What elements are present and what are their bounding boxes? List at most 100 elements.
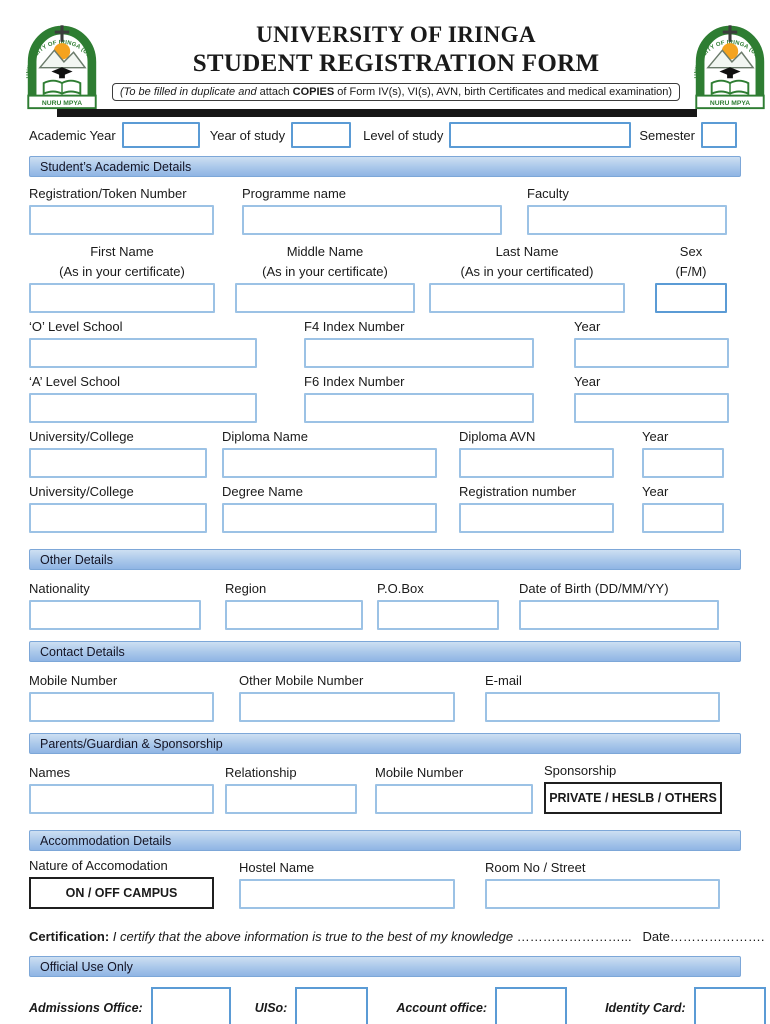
guardian-mobile-input[interactable] (375, 784, 533, 814)
degree-year-input[interactable] (642, 503, 724, 533)
last-name-note: (As in your certificated) (460, 264, 594, 279)
degree-name-input[interactable] (222, 503, 437, 533)
mobile-number-label: Mobile Number (29, 673, 118, 688)
mountains-icon (706, 49, 755, 69)
section-parents-sponsorship: Parents/Guardian & Sponsorship (29, 733, 741, 754)
sex-input[interactable] (655, 283, 727, 313)
pobox-input[interactable] (377, 600, 499, 630)
relationship-input[interactable] (225, 784, 357, 814)
last-name-label: Last Name (495, 244, 559, 259)
academic-year-label: Academic Year (29, 127, 116, 143)
year-of-study-input[interactable] (291, 122, 352, 148)
nationality-label: Nationality (29, 581, 90, 596)
degree-reg-number-input[interactable] (459, 503, 614, 533)
top-row: Academic Year Year of study Level of stu… (0, 122, 770, 148)
hostel-name-input[interactable] (239, 879, 455, 909)
field-f6-index: F6 Index Number (304, 373, 534, 423)
book-icon (710, 79, 750, 96)
date-of-birth-input[interactable] (519, 600, 719, 630)
f4-index-input[interactable] (304, 338, 534, 368)
field-room-street: Room No / Street (485, 859, 720, 909)
level-of-study-input[interactable] (449, 122, 632, 148)
email-input[interactable] (485, 692, 720, 722)
university-logo-right: UNIVERSITY OF IRINGA (UoI) (680, 6, 770, 112)
field-middle-name: Middle Name (As in your certificate) (235, 243, 415, 313)
certification-line: Certification: I certify that the above … (0, 929, 770, 944)
mountains-icon (38, 49, 87, 69)
field-relationship: Relationship (225, 764, 357, 814)
admissions-office-input[interactable] (150, 987, 231, 1024)
degree-year-label: Year (642, 484, 669, 499)
field-registration-number: Registration/Token Number (29, 185, 214, 235)
guardian-names-label: Names (29, 765, 71, 780)
campus-options[interactable]: ON / OFF CAMPUS (29, 877, 214, 909)
f6-index-input[interactable] (304, 393, 534, 423)
field-mobile-number: Mobile Number (29, 672, 214, 722)
field-a-level-school: ‘A’ Level School (29, 373, 257, 423)
a-level-year-label: Year (574, 374, 601, 389)
field-pobox: P.O.Box (377, 580, 499, 630)
field-f4-index: F4 Index Number (304, 318, 534, 368)
o-level-row: ‘O’ Level School F4 Index Number Year (0, 318, 770, 368)
registration-number-input[interactable] (29, 205, 214, 235)
certification-signature-dots: ……………………... (516, 929, 632, 944)
o-level-school-input[interactable] (29, 338, 257, 368)
guardian-names-input[interactable] (29, 784, 214, 814)
uiso-label: UISo: (254, 1001, 288, 1015)
field-email: E-mail (485, 672, 720, 722)
a-level-year-input[interactable] (574, 393, 729, 423)
region-input[interactable] (225, 600, 363, 630)
field-guardian-names: Names (29, 764, 214, 814)
names-row: First Name (As in your certificate) Midd… (0, 243, 770, 313)
account-office-label: Account office: (396, 1001, 488, 1015)
faculty-input[interactable] (527, 205, 727, 235)
section-official-use: Official Use Only (29, 956, 741, 977)
accommodation-row: Nature of Accomodation ON / OFF CAMPUS H… (0, 857, 770, 909)
f6-index-label: F6 Index Number (304, 374, 405, 389)
diploma-name-input[interactable] (222, 448, 437, 478)
diploma-name-label: Diploma Name (222, 429, 308, 444)
faculty-label: Faculty (527, 186, 569, 201)
nationality-input[interactable] (29, 600, 201, 630)
first-name-note: (As in your certificate) (59, 264, 185, 279)
section-accommodation-details: Accommodation Details (29, 830, 741, 851)
other-details-row: Nationality Region P.O.Box Date of Birth… (0, 580, 770, 630)
a-level-school-label: ‘A’ Level School (29, 374, 121, 389)
graduate-icon (719, 67, 741, 79)
sponsorship-options[interactable]: PRIVATE / HESLB / OTHERS (544, 782, 722, 814)
sex-label: Sex (679, 244, 703, 259)
section-academic-details: Student’s Academic Details (29, 156, 741, 177)
programme-name-input[interactable] (242, 205, 502, 235)
academic-year-input[interactable] (121, 122, 200, 148)
o-level-year-input[interactable] (574, 338, 729, 368)
diploma-row: University/College Diploma Name Diploma … (0, 428, 770, 478)
field-o-level-school: ‘O’ Level School (29, 318, 257, 368)
motto-banner: NURU MPYA (695, 94, 765, 110)
email-label: E-mail (485, 673, 522, 688)
uiso-input[interactable] (295, 987, 369, 1024)
field-faculty: Faculty (527, 185, 727, 235)
guardian-mobile-label: Mobile Number (375, 765, 464, 780)
middle-name-note: (As in your certificate) (262, 264, 388, 279)
room-street-input[interactable] (485, 879, 720, 909)
field-degree-university: University/College (29, 483, 207, 533)
other-mobile-number-input[interactable] (239, 692, 455, 722)
mobile-number-input[interactable] (29, 692, 214, 722)
account-office-input[interactable] (495, 987, 568, 1024)
identity-card-input[interactable] (693, 987, 766, 1024)
field-last-name: Last Name (As in your certificated) (429, 243, 625, 313)
semester-input[interactable] (701, 122, 737, 148)
middle-name-label: Middle Name (286, 244, 364, 259)
relationship-label: Relationship (225, 765, 297, 780)
field-o-level-year: Year (574, 318, 729, 368)
diploma-university-input[interactable] (29, 448, 207, 478)
degree-university-input[interactable] (29, 503, 207, 533)
first-name-input[interactable] (29, 283, 215, 313)
room-street-label: Room No / Street (485, 860, 586, 875)
form-header: UNIVERSITY OF IRINGA (UoI) (0, 0, 770, 112)
diploma-avn-input[interactable] (459, 448, 614, 478)
diploma-year-input[interactable] (642, 448, 724, 478)
a-level-school-input[interactable] (29, 393, 257, 423)
middle-name-input[interactable] (235, 283, 415, 313)
last-name-input[interactable] (429, 283, 625, 313)
